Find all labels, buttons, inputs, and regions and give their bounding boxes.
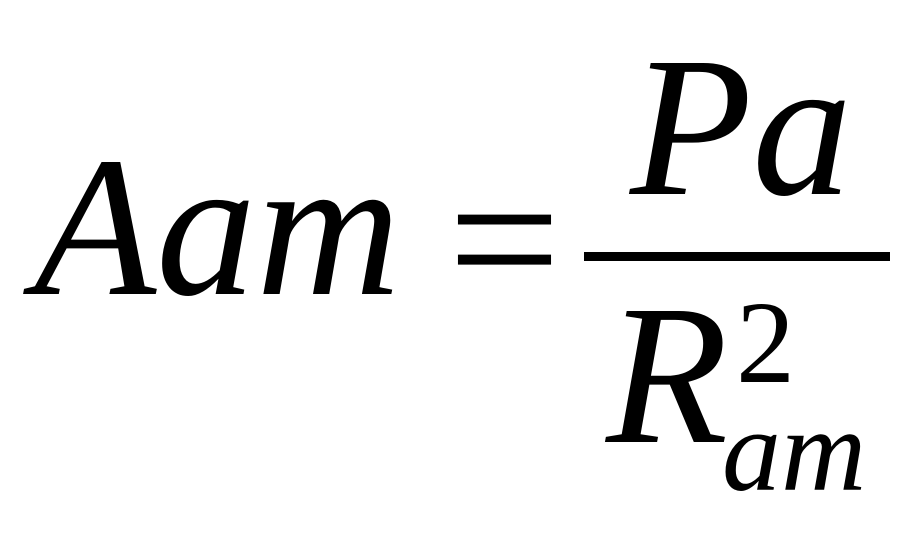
equals-sign: =	[448, 129, 561, 350]
formula-left-side: Aam	[34, 117, 401, 338]
fraction-numerator: Pa	[630, 17, 853, 238]
fraction-bar	[584, 252, 890, 261]
denominator-superscript: 2	[736, 277, 795, 408]
denominator-subscript: am	[722, 385, 867, 516]
fraction-denominator-base: R	[606, 265, 729, 486]
